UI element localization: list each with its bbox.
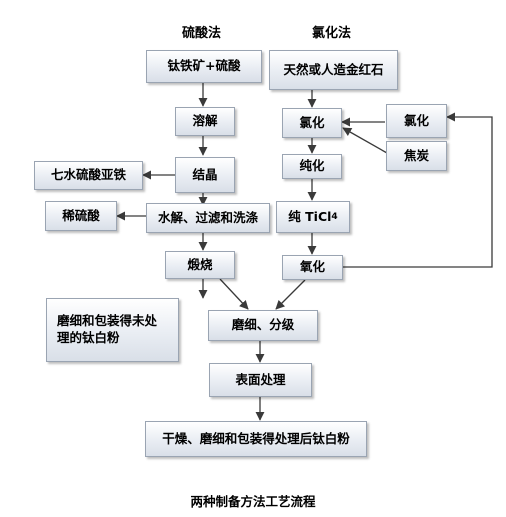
dissolve-box: 溶解 <box>175 107 235 136</box>
grind-classify-box: 磨细、分级 <box>208 310 318 341</box>
arrow-oxidation-recycle-chlorine <box>343 112 493 268</box>
sulfate-process-header: 硫酸法 <box>182 26 222 41</box>
dilute-sulfuric-acid-box: 稀硫酸 <box>45 201 117 231</box>
arrow-coke-to-chlorination <box>342 127 388 154</box>
arrow-calcine-to-grind <box>219 278 249 310</box>
oxidation-box: 氧化 <box>282 255 343 280</box>
ticl4-subscript: 4 <box>331 211 338 222</box>
coke-input-box: 焦炭 <box>386 141 447 171</box>
ore-sulfuric-acid-box: 钛铁矿+硫酸 <box>146 50 262 83</box>
ferrous-sulfate-heptahydrate-box: 七水硫酸亚铁 <box>34 161 143 190</box>
figure-caption: 两种制备方法工艺流程 <box>190 494 316 509</box>
untreated-line-1: 磨细和包装得未处 <box>57 313 158 329</box>
ticl4-label: 纯 TiCl <box>288 208 332 224</box>
surface-treatment-box: 表面处理 <box>209 363 312 397</box>
purification-box: 纯化 <box>282 154 342 179</box>
rutile-feed-box: 天然或人造金红石 <box>269 50 398 90</box>
untreated-titanium-dioxide-box: 磨细和包装得未处 理的钛白粉 <box>46 298 179 362</box>
crystallize-box: 结晶 <box>175 157 235 193</box>
hydrolysis-filter-wash-box: 水解、过滤和洗涤 <box>146 203 270 233</box>
final-product-box: 干燥、磨细和包装得处理后钛白粉 <box>145 421 367 457</box>
chlorine-input-box: 氯化 <box>386 104 447 138</box>
chlorination-box: 氯化 <box>282 108 342 138</box>
arrow-oxidation-to-grind <box>275 279 306 310</box>
chloride-process-header: 氯化法 <box>312 26 352 41</box>
calcine-box: 煅烧 <box>165 251 235 279</box>
untreated-line-2: 理的钛白粉 <box>57 330 120 345</box>
